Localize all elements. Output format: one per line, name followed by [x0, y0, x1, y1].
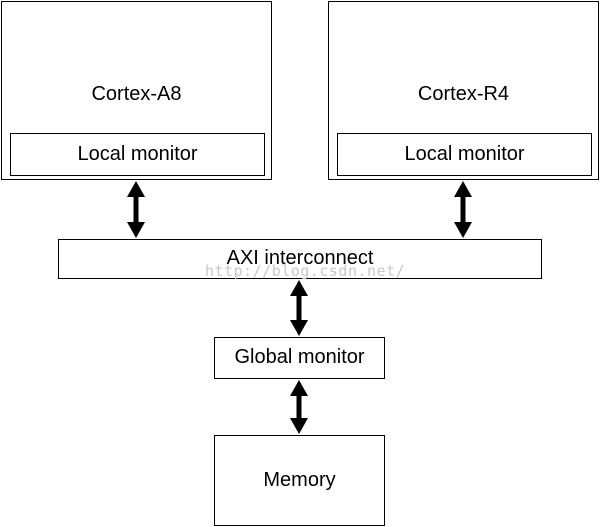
axi-interconnect-label: AXI interconnect [226, 247, 374, 269]
cortex-r4-local-monitor: Local monitor [337, 133, 592, 176]
arrow-axi-to-global-monitor [290, 280, 308, 336]
cortex-a8-block: Cortex-A8 Local monitor [1, 1, 272, 180]
cortex-r4-local-monitor-label: Local monitor [404, 143, 525, 165]
cortex-a8-label: Cortex-A8 [91, 83, 182, 105]
global-monitor-label: Global monitor [234, 346, 365, 368]
cortex-r4-label: Cortex-R4 [417, 83, 510, 105]
cortex-r4-block: Cortex-R4 Local monitor [328, 1, 599, 180]
cortex-a8-local-monitor-label: Local monitor [77, 143, 198, 165]
memory-block: Memory [214, 435, 385, 526]
memory-label: Memory [263, 469, 336, 491]
arrow-cortex-a8-to-axi [127, 181, 145, 238]
watermark-text: http://blog.csdn.net/ [205, 262, 406, 280]
global-monitor-block: Global monitor [214, 337, 385, 379]
axi-interconnect-block: AXI interconnect [58, 239, 542, 279]
cortex-a8-local-monitor: Local monitor [10, 133, 265, 176]
arrow-global-monitor-to-memory [290, 380, 308, 434]
arrow-cortex-r4-to-axi [454, 181, 472, 238]
